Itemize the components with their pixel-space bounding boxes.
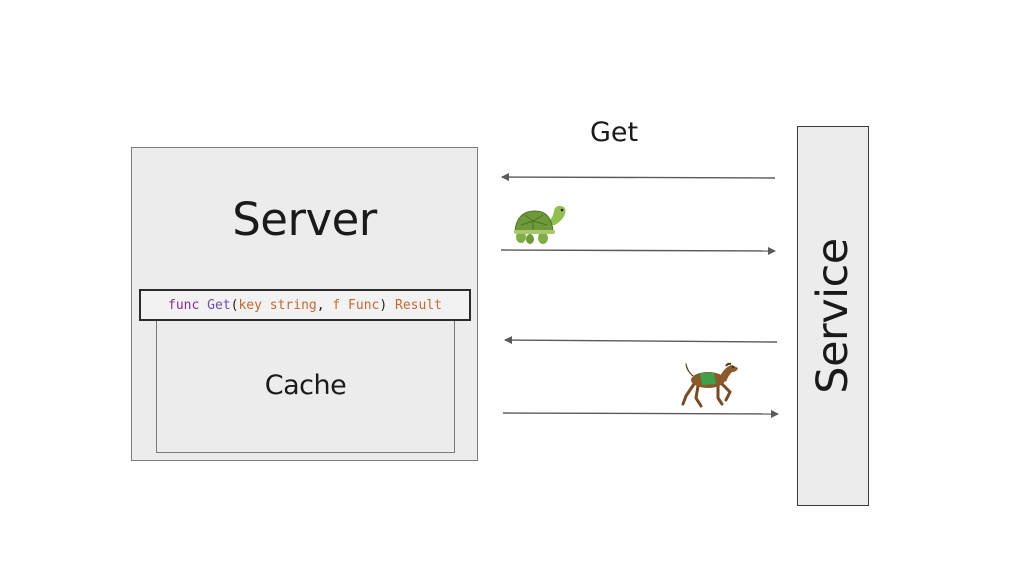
signature-close-paren: )	[379, 297, 396, 313]
turtle-icon	[514, 205, 566, 244]
cache-box	[156, 318, 455, 453]
signature-keyword: func	[168, 297, 200, 313]
arrow-response-fast	[502, 409, 779, 418]
arrow-request-slow	[501, 173, 776, 182]
arrow-request-fast	[504, 336, 778, 345]
function-signature: func Get ( key string , f Func ) Result	[139, 289, 471, 321]
horse-icon	[681, 362, 738, 408]
get-request-label: Get	[590, 117, 639, 148]
cache-label: Cache	[264, 370, 347, 401]
signature-open-paren: (	[230, 297, 239, 313]
arrow-response-slow	[500, 246, 776, 255]
server-title: Server	[232, 193, 377, 246]
signature-function-name: Get	[207, 297, 231, 313]
signature-return-type: Result	[395, 297, 442, 313]
signature-comma: ,	[316, 297, 333, 313]
signature-param-key: key string	[238, 297, 317, 313]
service-box	[797, 126, 869, 506]
signature-param-func: f Func	[332, 297, 380, 313]
